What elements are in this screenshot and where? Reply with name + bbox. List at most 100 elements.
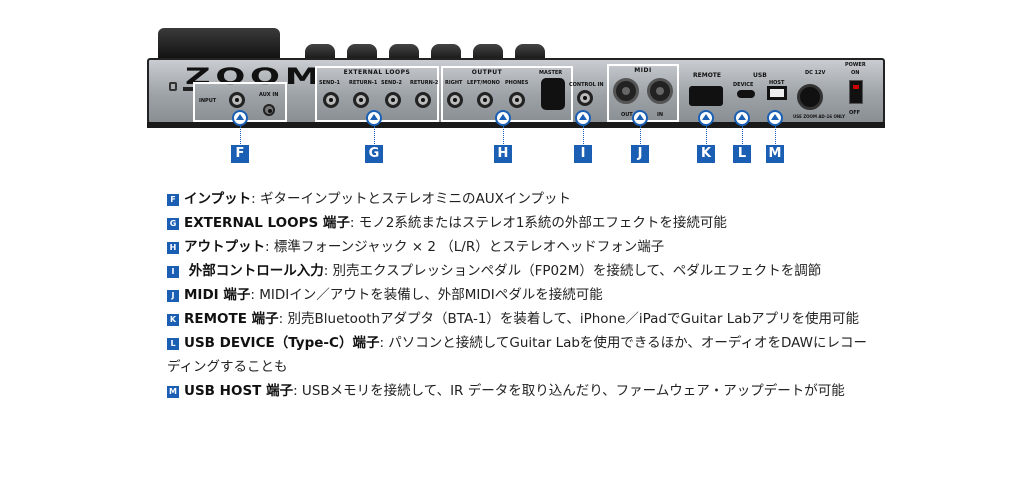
control-in-label: CONTROL IN (569, 82, 604, 88)
callout-k-line (706, 126, 707, 144)
midi-out-port (613, 78, 639, 104)
callout-j-arrow-icon (632, 110, 648, 126)
feature-text: : モノ2系統またはステレオ1系統の外部エフェクトを接続可能 (349, 215, 727, 231)
knob (347, 44, 377, 62)
send-1-label: SEND-1 (319, 80, 340, 86)
letter-badge: H (167, 242, 179, 254)
callout-m-line (775, 126, 776, 144)
callout-f-line (240, 126, 241, 144)
letter-badge: I (167, 266, 179, 278)
dc-label: DC 12V (805, 70, 826, 76)
midi-in-port (647, 78, 673, 104)
letter-badge: J (167, 290, 179, 302)
letter-badge: M (167, 386, 179, 398)
knob-row (155, 28, 895, 62)
power-off-label: OFF (849, 110, 861, 116)
power-label: POWER (845, 62, 866, 68)
phones-jack (509, 92, 525, 108)
input-jack (229, 92, 245, 108)
knob (305, 44, 335, 62)
list-item: I 外部コントロール入力: 別売エクスプレッションペダル（FP02M）を接続して… (167, 259, 867, 283)
letter-badge: L (167, 338, 179, 350)
callout-j-line (640, 126, 641, 144)
power-switch (849, 80, 863, 104)
master-knob (541, 78, 565, 110)
feature-title: MIDI 端子 (184, 287, 251, 303)
callout-l-line (742, 126, 743, 144)
midi-out-label: OUT (621, 112, 633, 118)
list-item: K REMOTE 端子: 別売Bluetoothアダプタ（BTA-1）を装着して、… (167, 307, 867, 331)
dc-note: USE ZOOM AD-16 ONLY (793, 114, 846, 119)
feature-title: EXTERNAL LOOPS 端子 (184, 215, 350, 231)
kensington-slot (183, 87, 193, 91)
dc-power-port (797, 84, 823, 110)
send-2-label: SEND-2 (381, 80, 402, 86)
callout-g-line (374, 126, 375, 144)
callout-h-arrow-icon (495, 110, 511, 126)
external-loops-title: EXTERNAL LOOPS (343, 69, 411, 76)
lock-icon (169, 82, 177, 91)
callout-h-line (503, 126, 504, 144)
device-rear-panel-illustration: ZOOM INPUT AUX IN EXTERNAL LOOPS SEND-1 … (0, 0, 1012, 180)
feature-text: : MIDIイン／アウトを装備し、外部MIDIペダルを接続可能 (250, 287, 603, 303)
callout-k-arrow-icon (698, 110, 714, 126)
feature-text: : ギターインプットとステレオミニのAUXインプット (251, 191, 572, 207)
callout-i-arrow-icon (575, 110, 591, 126)
output-title: OUTPUT (471, 69, 503, 76)
return-1-label: RETURN-1 (349, 80, 378, 86)
letter-badge: K (167, 314, 179, 326)
pedal-top-housing (158, 28, 280, 60)
remote-port (689, 86, 723, 106)
callout-j-badge: J (631, 145, 649, 163)
output-left-mono-jack (477, 92, 493, 108)
aux-in-jack (263, 104, 275, 116)
left-mono-label: LEFT/MONO (467, 80, 500, 86)
feature-title: 外部コントロール入力 (184, 263, 324, 279)
list-item: F インプット: ギターインプットとステレオミニのAUXインプット (167, 187, 867, 211)
feature-title: USB DEVICE（Type-C）端子 (184, 335, 380, 351)
callout-l-arrow-icon (734, 110, 750, 126)
send-2-jack (385, 92, 401, 108)
zoom-logo: ZOOM (185, 65, 325, 90)
midi-panel: MIDI OUT IN (607, 64, 679, 122)
external-loops-panel: EXTERNAL LOOPS SEND-1 RETURN-1 SEND-2 RE… (315, 66, 439, 122)
feature-title: REMOTE 端子 (184, 311, 279, 327)
list-item: J MIDI 端子: MIDIイン／アウトを装備し、外部MIDIペダルを接続可能 (167, 283, 867, 307)
usb-host-label: HOST (769, 80, 785, 86)
usb-device-label: DEVICE (733, 82, 754, 88)
callout-f-arrow-icon (232, 110, 248, 126)
feature-text: : 別売Bluetoothアダプタ（BTA-1）を装着して、iPhone／iPa… (278, 311, 860, 327)
callout-k-badge: K (697, 145, 715, 163)
knob (431, 44, 461, 62)
callout-m-badge: M (766, 145, 784, 163)
right-label: RIGHT (445, 80, 463, 86)
return-1-jack (353, 92, 369, 108)
feature-text: : 標準フォーンジャック × 2 （L/R）とステレオヘッドフォン端子 (265, 239, 665, 255)
letter-badge: F (167, 194, 179, 206)
midi-title: MIDI (634, 67, 652, 74)
device-base (147, 122, 885, 128)
knob (515, 44, 545, 62)
usb-c-port (737, 90, 755, 98)
callout-f-badge: F (231, 145, 249, 163)
callout-i-badge: I (574, 145, 592, 163)
return-2-label: RETURN-2 (410, 80, 439, 86)
feature-title: インプット (184, 191, 252, 207)
callout-i-line (583, 126, 584, 144)
knob (473, 44, 503, 62)
phones-label: PHONES (505, 80, 529, 86)
feature-text: : USBメモリを接続して、IR データを取り込んだり、ファームウェア・アップデ… (293, 383, 845, 399)
usb-title: USB (753, 72, 767, 79)
feature-text: : 別売エクスプレッションペダル（FP02M）を接続して、ペダルエフェクトを調節 (323, 263, 822, 279)
knob (389, 44, 419, 62)
midi-in-label: IN (657, 112, 664, 118)
callout-l-badge: L (733, 145, 751, 163)
power-on-label: ON (851, 70, 860, 76)
callout-g-arrow-icon (366, 110, 382, 126)
send-1-jack (323, 92, 339, 108)
